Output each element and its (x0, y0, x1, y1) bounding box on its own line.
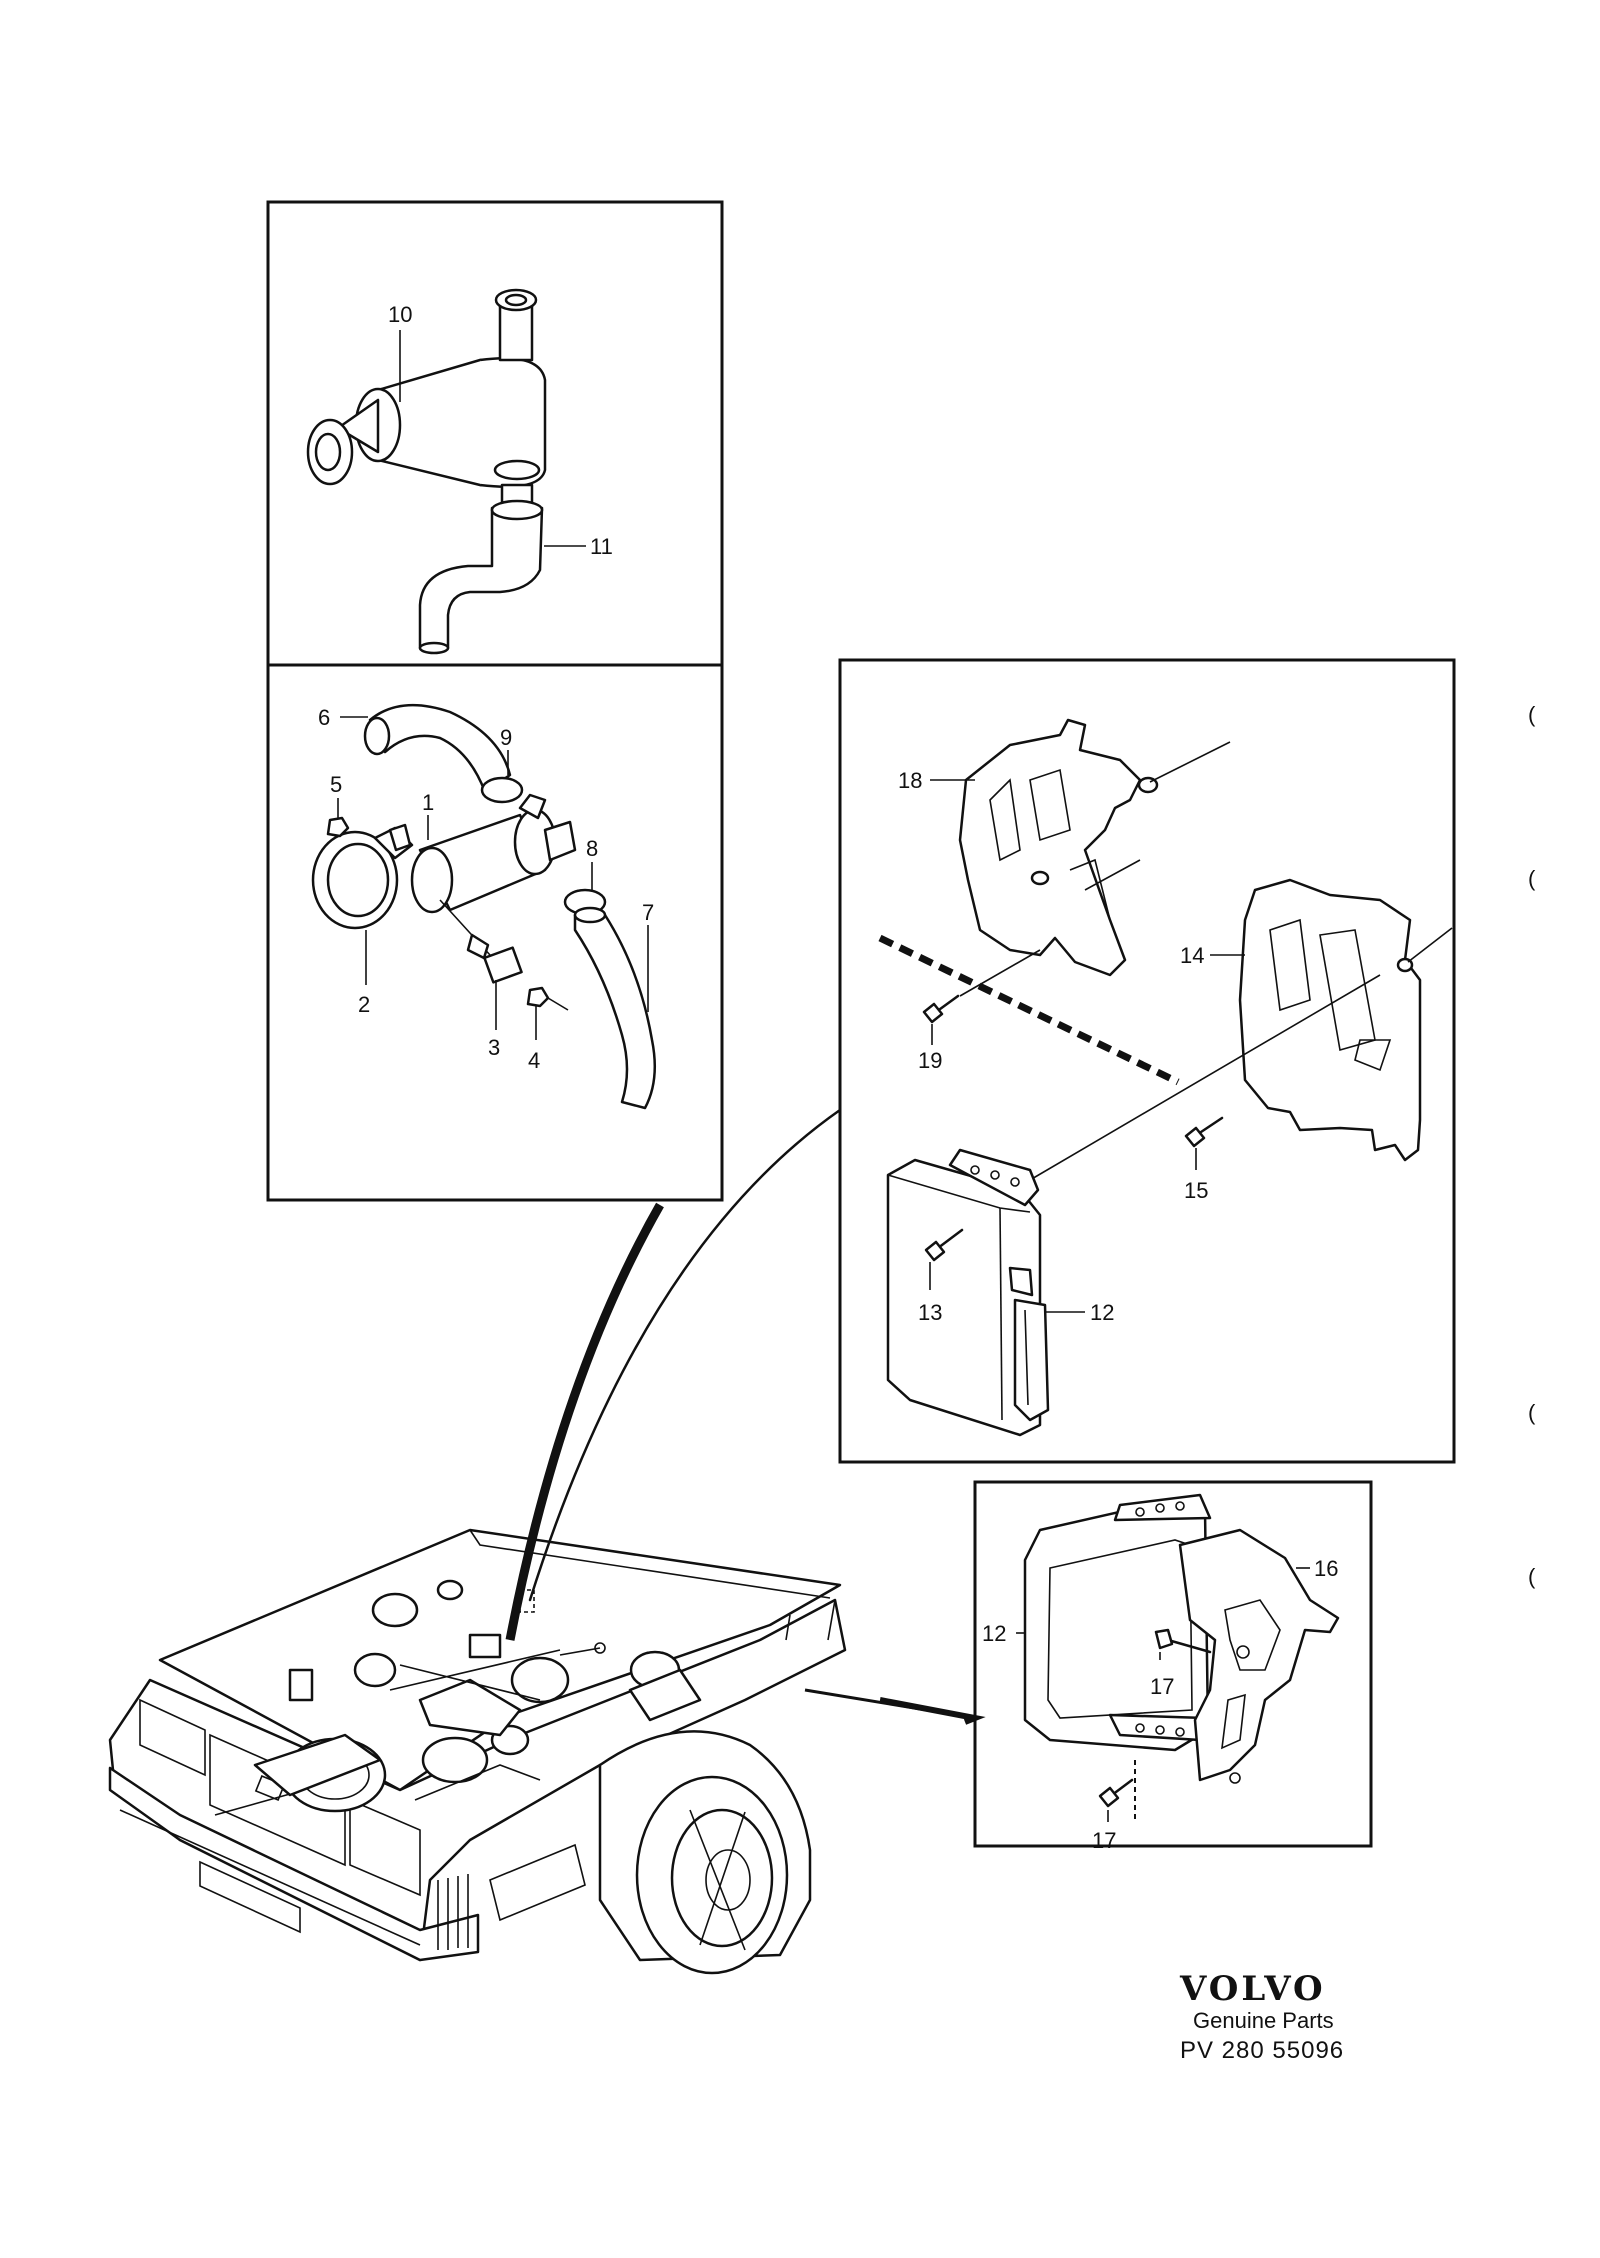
callout-17-lower: 17 (1092, 1828, 1116, 1853)
part-19-screw (922, 994, 960, 1024)
part-6-hose (368, 703, 512, 794)
callout-19: 19 (918, 1048, 942, 1073)
callout-7: 7 (642, 900, 654, 925)
part-18-bracket (958, 718, 1159, 977)
margin-mark-4: ( (1528, 1564, 1536, 1589)
callout-5: 5 (330, 772, 342, 797)
margin-mark-1: ( (1528, 702, 1536, 727)
alignment-dashed-line (878, 934, 1180, 1086)
callout-10: 10 (388, 302, 412, 327)
volvo-logo: VOLVO (1179, 1969, 1326, 2009)
part-4-nut (526, 986, 550, 1008)
callout-11: 11 (590, 534, 613, 559)
callout-14: 14 (1180, 943, 1204, 968)
callout-16: 16 (1314, 1556, 1338, 1581)
callout-12-lower: 12 (982, 1621, 1006, 1646)
callout-15: 15 (1184, 1178, 1208, 1203)
part-17-screw-lower (1098, 1778, 1134, 1808)
part-1-valve (410, 793, 577, 914)
car-engine-components (253, 1579, 702, 1813)
margin-mark-2: ( (1528, 866, 1536, 891)
panel-air-valve (266, 200, 724, 667)
callout-8: 8 (586, 836, 598, 861)
panel-control-unit-brackets (838, 658, 1456, 1464)
panel-idle-valve-assembly (266, 663, 724, 1202)
part-3-connector (439, 899, 523, 984)
callout-9: 9 (500, 725, 512, 750)
callout-17-upper: 17 (1150, 1674, 1174, 1699)
margin-mark-3: ( (1528, 1400, 1536, 1425)
callout-1: 1 (422, 790, 434, 815)
part-11-elbow-hose (418, 499, 544, 655)
callout-13: 13 (918, 1300, 942, 1325)
part-7-hose (573, 913, 657, 1110)
callout-4: 4 (528, 1048, 540, 1073)
part-12-control-unit (886, 1148, 1050, 1437)
brand-block: VOLVO Genuine Parts PV 280 55096 (1179, 1969, 1344, 2064)
part-9-clamp (480, 776, 524, 804)
part-14-bracket (1238, 878, 1422, 1162)
part-12-control-unit-mounted (1023, 1493, 1212, 1752)
part-13-screw (924, 1228, 964, 1262)
part-17-screw-upper (1154, 1628, 1212, 1654)
brand-subtitle: Genuine Parts (1193, 2008, 1334, 2033)
part-10-valve-body (306, 288, 547, 507)
diagram-code: PV 280 55096 (1180, 2037, 1344, 2064)
callout-18: 18 (898, 768, 922, 793)
part-16-bracket (1178, 1528, 1340, 1784)
part-15-screw (1184, 1116, 1224, 1148)
part-5-nut (326, 816, 350, 838)
callout-6: 6 (318, 705, 330, 730)
callout-2: 2 (358, 992, 370, 1017)
callout-labels: 10 11 6 9 5 1 8 7 2 3 4 18 14 19 15 13 1… (318, 302, 1338, 1853)
part-2-strap (311, 823, 414, 930)
panel-control-unit-mount (973, 1480, 1373, 1848)
car-engine-bay-illustration (108, 1528, 847, 1975)
callout-12-upper: 12 (1090, 1300, 1114, 1325)
margin-marks: ( ( ( ( (1528, 702, 1536, 1589)
callout-3: 3 (488, 1035, 500, 1060)
